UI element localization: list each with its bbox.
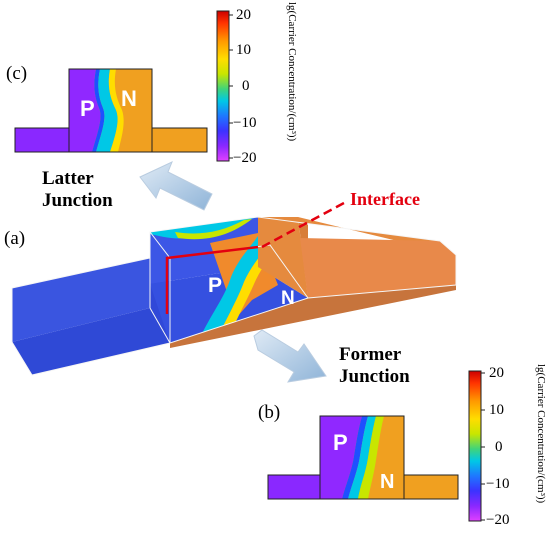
colorbar-top-tick-20: 20 <box>236 7 251 23</box>
former-junction-line-1: Former <box>339 344 402 365</box>
region-p-former: P <box>333 430 348 455</box>
arrow-latter-junction <box>139 161 213 211</box>
device-3d <box>11 216 457 376</box>
interface-marker <box>165 201 345 314</box>
region-p-latter: P <box>80 96 95 121</box>
former-junction-label: Former Junction <box>339 344 410 388</box>
region-n-former: N <box>380 471 395 493</box>
arrow-former-junction <box>253 329 327 383</box>
region-n-device: N <box>281 288 295 309</box>
colorbar-bottom <box>468 370 485 522</box>
region-p-device: P <box>208 274 223 297</box>
panel-label-a: (a) <box>4 228 26 249</box>
panel-label-b: (b) <box>258 402 281 423</box>
latter-junction-label: Latter Junction <box>42 168 113 212</box>
colorbar-bottom-tick-20: 20 <box>489 365 504 381</box>
colorbar-top <box>216 10 233 162</box>
colorbar-bottom-tick-0: 0 <box>495 439 503 455</box>
colorbar-top-tick-10: 10 <box>236 42 251 58</box>
colorbar-top-tick-m10: −10 <box>233 115 257 131</box>
colorbar-bottom-tick-m10: −10 <box>486 476 510 492</box>
cross-section-latter <box>14 68 208 153</box>
latter-junction-line-2: Junction <box>42 189 113 211</box>
colorbar-top-title: lg(Carrier Concentration/(cm³)) <box>286 2 298 142</box>
latter-junction-line-1: Latter <box>42 168 94 189</box>
colorbar-bottom-tick-m20: −20 <box>486 512 510 528</box>
former-junction-line-2: Junction <box>339 365 410 387</box>
panel-label-c: (c) <box>6 63 28 84</box>
colorbar-top-tick-m20: −20 <box>233 150 257 166</box>
colorbar-top-tick-0: 0 <box>242 78 250 94</box>
interface-label: Interface <box>350 189 420 209</box>
colorbar-bottom-tick-10: 10 <box>489 402 504 418</box>
region-n-latter: N <box>121 86 137 111</box>
colorbar-bottom-title: lg(Carrier Concentration/(cm³)) <box>535 364 547 504</box>
cross-section-former <box>267 415 459 500</box>
